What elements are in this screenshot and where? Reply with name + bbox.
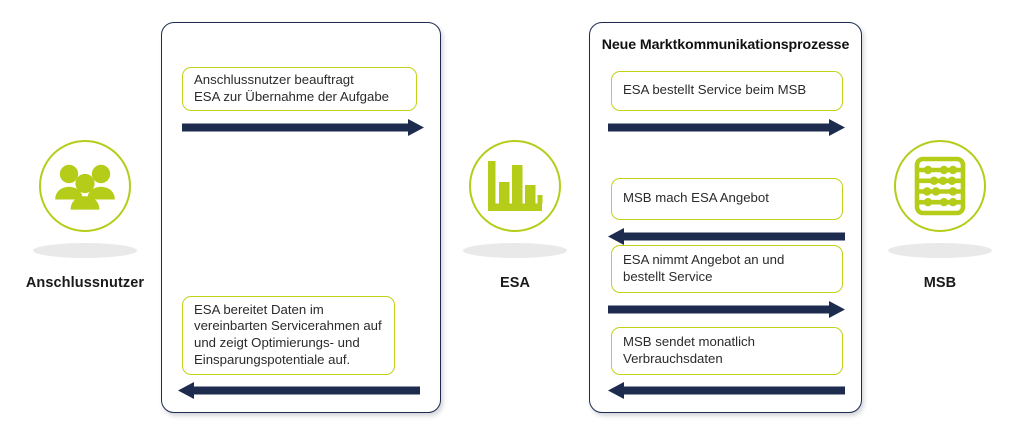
panel-right-process: Neue Marktkommunikationsprozesse ESA bes… (589, 22, 862, 413)
message-text: MSB mach ESA Angebot (623, 190, 769, 206)
message-text: ESA nimmt Angebot an und bestellt Servic… (623, 251, 785, 284)
actor-icon-circle (894, 140, 986, 232)
abacus-icon (914, 156, 966, 216)
actor-label-anschlussnutzer: Anschlussnutzer (25, 275, 145, 291)
bar-chart-icon (487, 159, 543, 213)
panel-title: Neue Marktkommunikationsprozesse (601, 37, 850, 53)
actor-ground-shadow (888, 243, 992, 258)
message-box: Anschlussnutzer beauftragt ESA zur Übern… (182, 67, 417, 111)
arrow-left (178, 382, 420, 399)
actor-icon-circle (39, 140, 131, 232)
people-group-icon (54, 162, 116, 210)
arrow-right (608, 301, 845, 318)
message-text: ESA bestellt Service beim MSB (623, 82, 807, 98)
actor-ground-shadow (463, 243, 567, 258)
message-text: ESA bereitet Daten im vereinbarten Servi… (194, 301, 382, 367)
panel-left-process: Anschlussnutzer beauftragt ESA zur Übern… (161, 22, 441, 413)
actor-anschlussnutzer: Anschlussnutzer (15, 140, 155, 291)
message-box: MSB mach ESA Angebot (611, 178, 843, 220)
actor-msb: MSB (870, 140, 1010, 291)
message-box: ESA bereitet Daten im vereinbarten Servi… (182, 296, 395, 375)
arrow-left (608, 228, 845, 245)
message-box: ESA bestellt Service beim MSB (611, 71, 843, 111)
arrow-right (182, 119, 424, 136)
actor-label-msb: MSB (923, 275, 957, 291)
message-box: MSB sendet monatlich Verbrauchsdaten (611, 327, 843, 375)
message-text: Anschlussnutzer beauftragt ESA zur Übern… (194, 71, 390, 104)
arrow-right (608, 119, 845, 136)
arrow-left (608, 382, 845, 399)
message-box: ESA nimmt Angebot an und bestellt Servic… (611, 245, 843, 293)
actor-label-esa: ESA (499, 275, 531, 291)
actor-icon-circle (469, 140, 561, 232)
message-text: MSB sendet monatlich Verbrauchsdaten (623, 333, 755, 366)
actor-esa: ESA (445, 140, 585, 291)
actor-ground-shadow (33, 243, 137, 258)
